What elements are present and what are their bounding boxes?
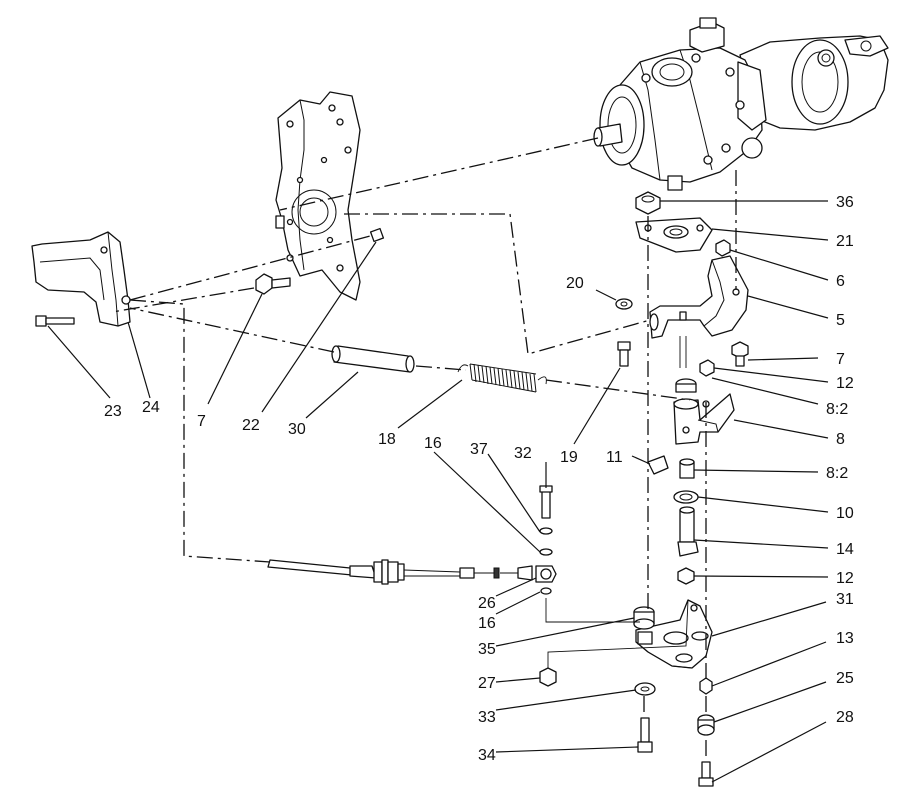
callout-33: 33: [478, 709, 496, 726]
nut-13: [699, 677, 713, 695]
plate-bolt: [369, 227, 385, 243]
callout-11: 11: [606, 449, 623, 466]
callout-24: 24: [142, 399, 160, 416]
bolt-23: [35, 315, 75, 327]
pump-bracket: [649, 255, 749, 339]
bolt-19: [617, 341, 631, 367]
callout-26: 26: [478, 595, 496, 612]
callout-30: 30: [288, 421, 306, 438]
leader-lines: [47, 200, 829, 783]
callout-32: 32: [514, 445, 532, 462]
bolt-7-right: [731, 341, 749, 367]
ball-joint-stack: [535, 485, 557, 595]
callout-22: 22: [242, 417, 260, 434]
control-cable: [267, 559, 533, 585]
control-plate: [635, 217, 713, 253]
callout-37: 37: [470, 441, 488, 458]
lower-arm: [635, 599, 713, 669]
washer-33: [634, 682, 656, 696]
callout-18: 18: [378, 431, 396, 448]
mounting-plate: [275, 91, 361, 301]
bushing-35: [633, 606, 655, 645]
callout-6: 6: [836, 273, 845, 290]
bolt-28: [698, 761, 714, 787]
callout-20: 20: [566, 275, 584, 292]
callout-16-lower: 16: [478, 615, 496, 632]
callout-10: 10: [836, 505, 854, 522]
callout-21: 21: [836, 233, 854, 250]
cable-bracket: [31, 231, 131, 327]
callout-14: 14: [836, 541, 854, 558]
bolt-34: [637, 717, 653, 753]
callout-8-2-lower: 8:2: [826, 465, 848, 482]
callout-35: 35: [478, 641, 496, 658]
spacer-tube: [331, 345, 415, 373]
callout-36: 36: [836, 194, 854, 211]
callout-34: 34: [478, 747, 496, 764]
hydrostatic-pump: [593, 17, 889, 191]
callout-12-upper: 12: [836, 375, 854, 392]
spacer-25: [697, 714, 715, 736]
callout-25: 25: [836, 670, 854, 687]
callout-16-upper: 16: [424, 435, 442, 452]
pivot-shaft-stack: [647, 336, 735, 585]
callout-5: 5: [836, 312, 845, 329]
extension-spring: [457, 363, 547, 393]
nut-36: [635, 191, 661, 215]
bolt-6: [715, 239, 731, 257]
callout-8: 8: [836, 431, 845, 448]
callouts: 36 21 6 5 20 7 12 8:2 8 11 8:2 10 14 12 …: [104, 194, 854, 764]
callout-13: 13: [836, 630, 854, 647]
callout-28: 28: [836, 709, 854, 726]
callout-23: 23: [104, 403, 122, 420]
callout-7-right: 7: [836, 351, 845, 368]
callout-7-left: 7: [197, 413, 206, 430]
nut-27: [539, 667, 557, 687]
callout-19: 19: [560, 449, 578, 466]
callout-8-2-upper: 8:2: [826, 401, 848, 418]
washer-20: [615, 298, 633, 310]
callout-27: 27: [478, 675, 496, 692]
bolt-7-left: [255, 273, 291, 295]
callout-12-lower: 12: [836, 570, 854, 587]
callout-31: 31: [836, 591, 854, 608]
